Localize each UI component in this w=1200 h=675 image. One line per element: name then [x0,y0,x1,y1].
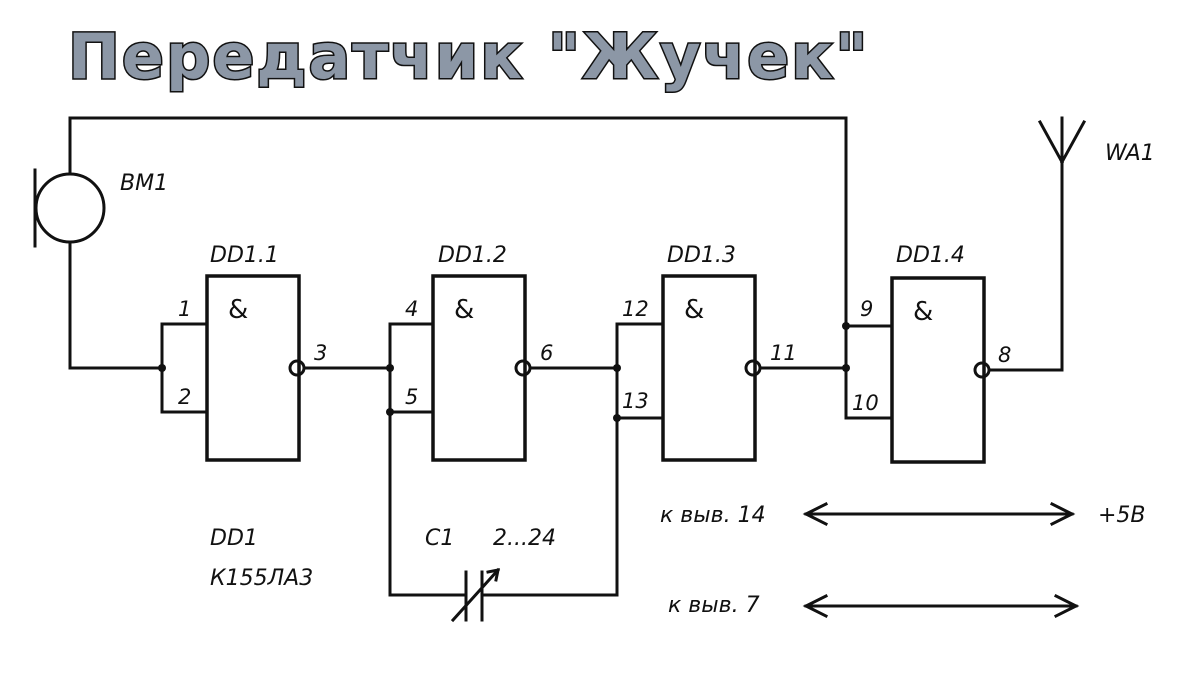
gate-symbol: & [913,297,933,327]
capacitor-value: 2...24 [493,526,556,551]
capacitor-ref: C1 [425,526,454,551]
gate-symbol: & [228,295,248,325]
power-label: к выв. 14 [660,503,766,528]
gate-body [890,276,986,464]
gate-body [661,274,757,462]
mic-input-wire [68,240,164,370]
pin-number: 11 [770,341,797,365]
gate-body [205,274,301,462]
gate-ref: DD1.4 [896,243,965,268]
antenna-feed-wire [987,146,1064,372]
gate-ref: DD1.3 [667,243,736,268]
microphone-icon [34,172,106,244]
gate-body [431,274,527,462]
chip-ref: DD1 [210,526,258,551]
pin-number: 2 [178,385,191,409]
inverter-bubble [288,359,306,377]
junction-dot [613,414,621,422]
inverter-bubble [973,361,991,379]
feedback-wire [68,116,848,328]
pin-number: 8 [998,343,1011,367]
antenna-label: WA1 [1105,141,1155,166]
gate-dd1-1 [205,274,306,462]
microphone-label: BM1 [120,171,168,196]
junction-dot [386,408,394,416]
pin-number: 3 [314,341,327,365]
gate2-inputs-wire [388,322,455,597]
inverter-bubble [744,359,762,377]
pin-number: 1 [178,297,191,321]
power-target: +5В [1098,503,1146,528]
gate-ref: DD1.1 [210,243,279,268]
chip-part: К155ЛА3 [210,566,313,591]
gate4-inputs-wire [844,324,894,420]
microphone-bm1 [33,168,106,248]
junction-dot [842,322,850,330]
pin-number: 6 [540,341,553,365]
pin-number: 5 [405,385,418,409]
gate-symbol: & [454,295,474,325]
diagram-title: Передатчик "Жучек" [68,20,870,93]
gate-dd1-4 [890,276,991,464]
gate-dd1-3 [661,274,762,462]
pin-number: 13 [622,389,649,413]
pin-number: 4 [405,297,418,321]
gate-ref: DD1.2 [438,243,507,268]
antenna-icon [1037,116,1087,165]
double-arrow-icon [802,501,1076,527]
power-label: к выв. 7 [668,593,760,618]
gate-dd1-2 [431,274,532,462]
pin-number: 10 [852,391,879,415]
pin-number: 9 [860,297,873,321]
double-arrow-icon [802,593,1080,619]
junction-dot [158,364,166,372]
inverter-bubble [514,359,532,377]
gate-symbol: & [684,295,704,325]
junction-dot [613,364,621,372]
junction-dot [386,364,394,372]
pin-number: 12 [622,297,649,321]
gate3-inputs-wire [485,322,665,597]
junction-dot [842,364,850,372]
